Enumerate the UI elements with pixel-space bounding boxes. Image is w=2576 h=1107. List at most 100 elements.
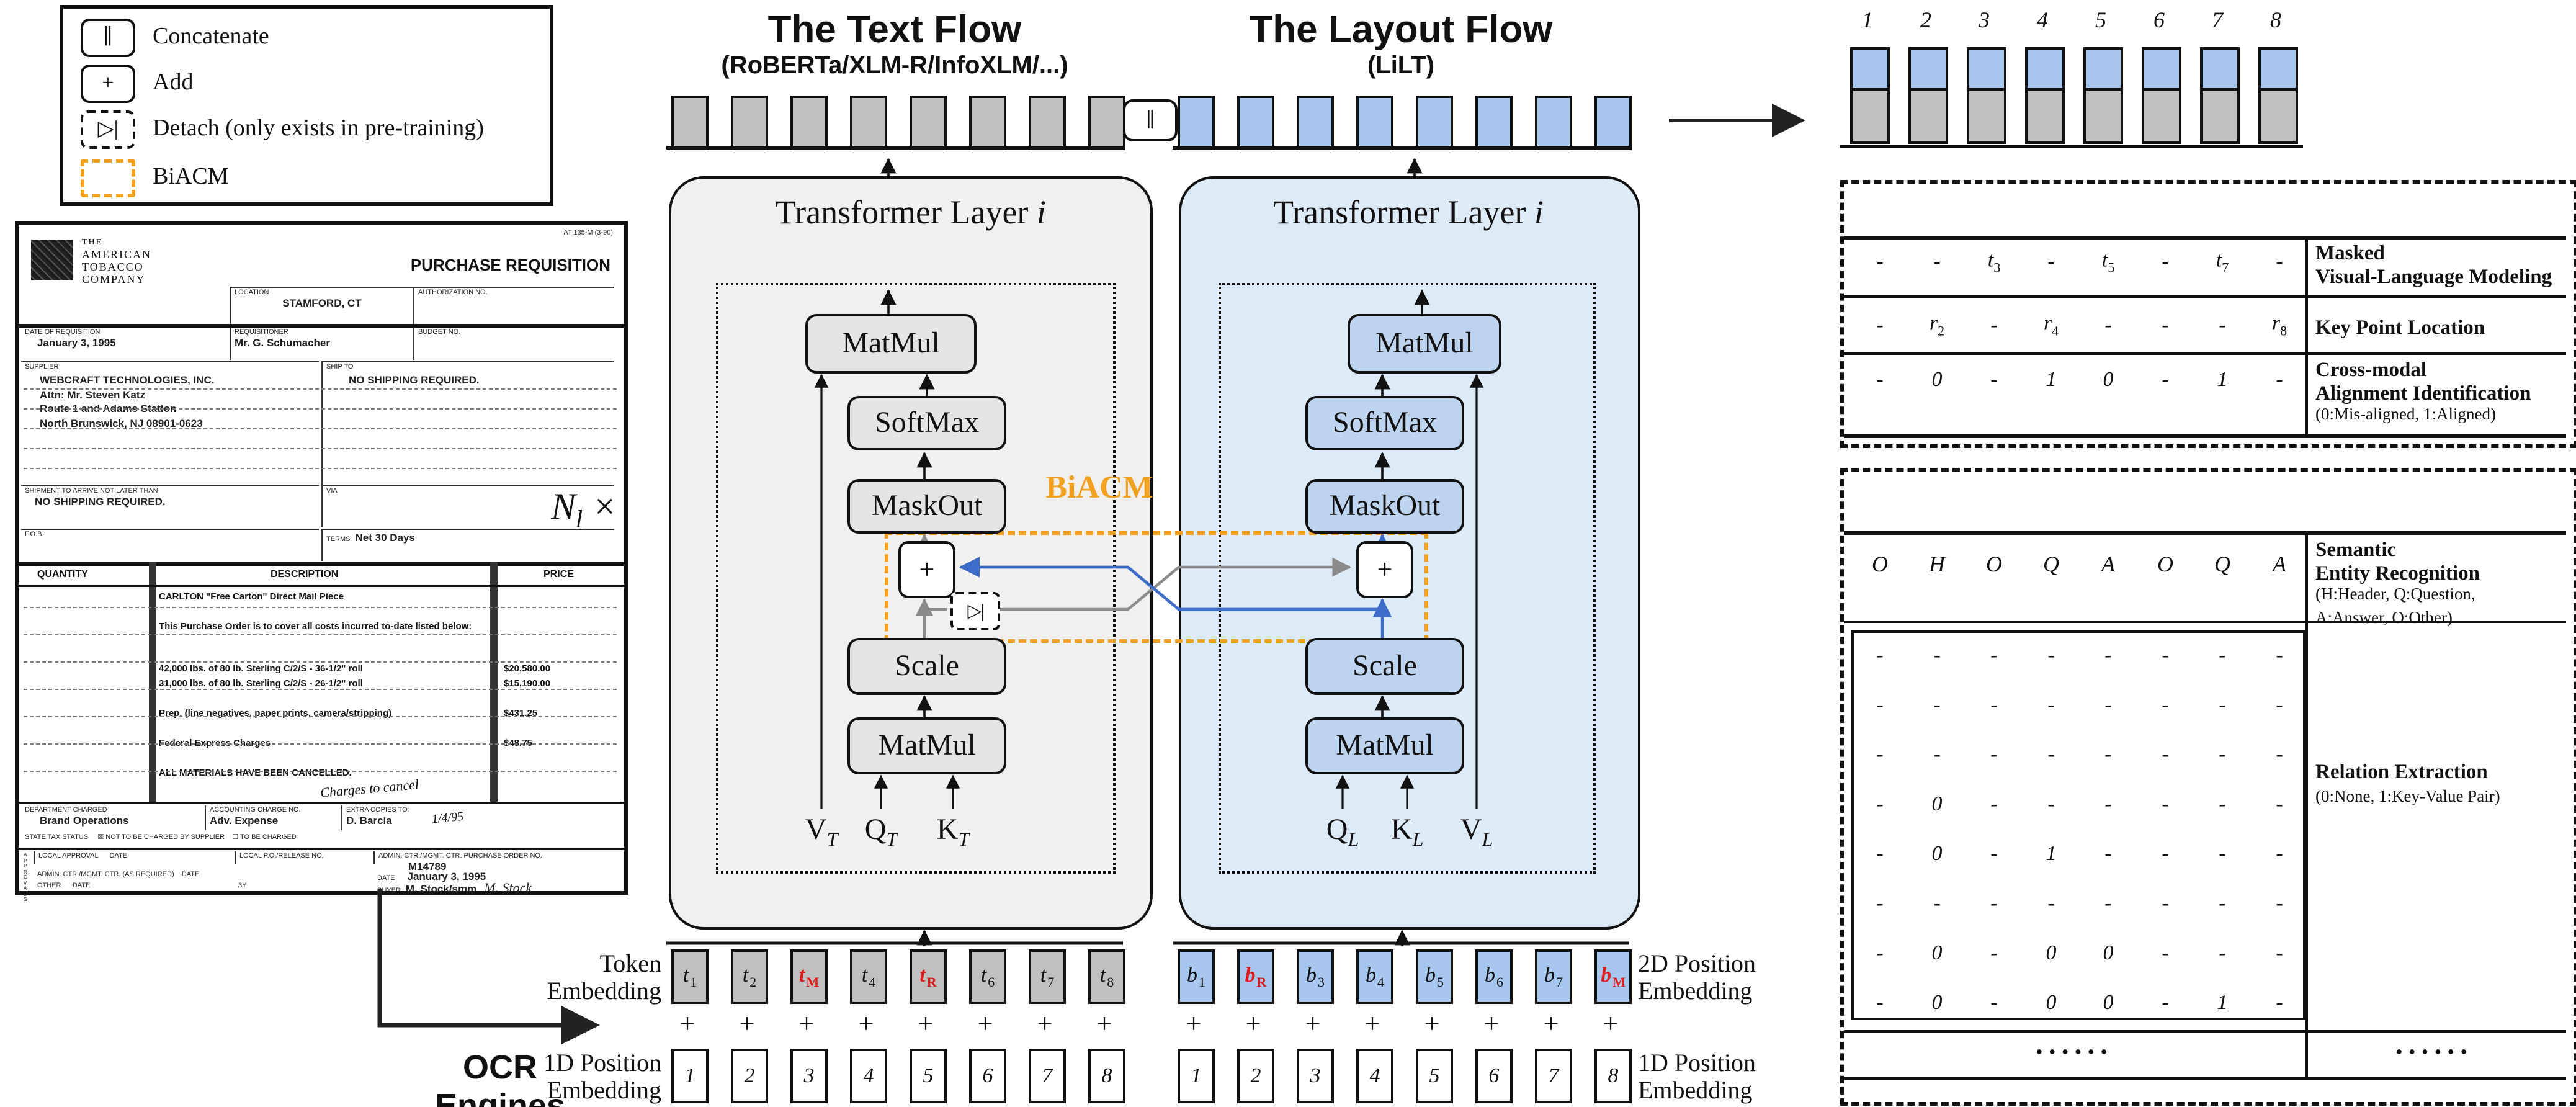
re-matrix-cell: -	[2219, 792, 2226, 815]
doc-dash	[24, 716, 617, 717]
layout-hidden-state	[1416, 96, 1453, 150]
re-matrix-cell: -	[2276, 792, 2283, 815]
doc-vline	[490, 562, 498, 802]
table-rule	[1844, 1030, 2566, 1032]
re-matrix-cell: 0	[1931, 941, 1943, 964]
doc-admin-po: ADMIN. CTR./MGMT. CTR. PURCHASE ORDER NO…	[373, 851, 614, 872]
add-icon: +	[81, 64, 135, 102]
add-symbol: +	[1483, 1008, 1500, 1039]
maskout-right: MaskOut	[1305, 479, 1464, 534]
detach-icon: ▷|	[81, 110, 135, 148]
finetuning-panel	[1840, 468, 2576, 1106]
doc-title: PURCHASE REQUISITION	[410, 256, 610, 274]
pretraining-cell: -	[1876, 249, 1884, 273]
legend-item-label: BiACM	[153, 164, 229, 190]
pretraining-panel	[1840, 180, 2576, 448]
doc-dash	[24, 771, 617, 772]
text-transformer-title: Transformer Layer i	[776, 194, 1046, 231]
table-rule	[1844, 352, 2566, 354]
add-symbol: +	[1364, 1008, 1380, 1039]
pos1d-cell-right: 4	[1356, 1049, 1393, 1103]
add-symbol: +	[977, 1008, 993, 1039]
scale-right: Scale	[1305, 638, 1464, 695]
doc-dash	[24, 388, 617, 390]
text-hidden-state	[969, 96, 1006, 150]
re-matrix-cell: -	[2276, 692, 2283, 716]
doc-hline	[19, 585, 624, 587]
concatenate-icon: ∥	[81, 18, 135, 56]
doc-tax: STATE TAX STATUS ☒ NOT TO BE CHARGED BY …	[25, 834, 297, 841]
qkv-input-label: KL	[1390, 814, 1424, 851]
output-layout-part	[1967, 47, 2006, 93]
ocr-engines-label: OCR Engines	[434, 1049, 566, 1107]
pretraining-cell: 1	[2046, 367, 2057, 391]
output-index: 1	[1862, 7, 1873, 32]
matmul-right-top: MatMul	[1348, 314, 1501, 374]
doc-po: LOCAL P.O./RELEASE NO.	[235, 851, 371, 864]
table-rule	[1844, 295, 2566, 297]
add-symbol: +	[1305, 1008, 1321, 1039]
output-index: 8	[2270, 7, 2281, 32]
doc-budget: BUDGET NO.	[413, 328, 614, 360]
pretraining-cell: -	[1933, 249, 1941, 273]
layout-transformer-title: Transformer Layer i	[1273, 194, 1544, 231]
pos1d-cell-left: 1	[671, 1049, 709, 1103]
pretraining-cell: -	[2162, 249, 2169, 273]
pos1d-cell-right: 5	[1416, 1049, 1453, 1103]
pos1d-cell-left: 4	[850, 1049, 887, 1103]
output-index: 2	[1920, 7, 1931, 32]
concatenate-node: ∥	[1123, 99, 1178, 141]
re-matrix-cell: -	[2219, 643, 2226, 666]
output-index: 4	[2037, 7, 2048, 32]
re-matrix-cell: -	[2104, 742, 2112, 766]
doc-auth-label: AUTHORIZATION NO.	[413, 287, 614, 324]
re-matrix-cell: -	[2047, 891, 2055, 915]
re-matrix-cell: -	[2162, 891, 2169, 915]
ser-tag-cell: A	[2101, 552, 2115, 576]
doc-price-header: PRICE	[543, 568, 574, 580]
re-matrix-cell: 0	[1931, 792, 1943, 815]
qkv-input-label: QL	[1326, 814, 1359, 851]
output-text-part	[2025, 88, 2065, 144]
re-matrix-cell: -	[2276, 990, 2283, 1014]
doc-dash	[24, 689, 617, 690]
doc-desc-row: 42,000 lbs. of 80 lb. Sterling C/2/S - 3…	[159, 663, 363, 674]
re-matrix-cell: 1	[2046, 841, 2057, 865]
table-rule	[1844, 531, 2566, 534]
re-matrix-cell: -	[2219, 742, 2226, 766]
pretraining-cell: t7	[2216, 248, 2229, 276]
pretraining-cell: t3	[1987, 248, 2001, 276]
softmax-left: SoftMax	[847, 396, 1006, 450]
detach-node: ▷|	[950, 592, 1000, 630]
output-layout-part	[2258, 47, 2298, 93]
re-matrix-cell: -	[2104, 643, 2112, 666]
qkv-input-label: QT	[864, 814, 898, 851]
pos1d-cell-left: 7	[1029, 1049, 1066, 1103]
doc-local-approval: LOCAL APPROVAL DATE	[34, 851, 232, 864]
table-rule	[1844, 621, 2566, 623]
text-hidden-state	[790, 96, 828, 150]
output-layout-part	[2025, 47, 2065, 93]
pretraining-objective-label: Masked	[2315, 241, 2385, 264]
output-index: 3	[1979, 7, 1990, 32]
text-hidden-state	[731, 96, 768, 150]
re-matrix-cell: -	[1990, 941, 1998, 964]
re-matrix-cell: -	[1876, 841, 1884, 865]
re-matrix-cell: -	[1876, 742, 1884, 766]
re-matrix-cell: -	[2162, 941, 2169, 964]
pretraining-cell: t5	[2101, 248, 2115, 276]
doc-dash	[24, 743, 617, 745]
doc-dash	[24, 634, 617, 635]
re-matrix-cell: -	[2276, 891, 2283, 915]
output-layout-part	[2200, 47, 2240, 93]
